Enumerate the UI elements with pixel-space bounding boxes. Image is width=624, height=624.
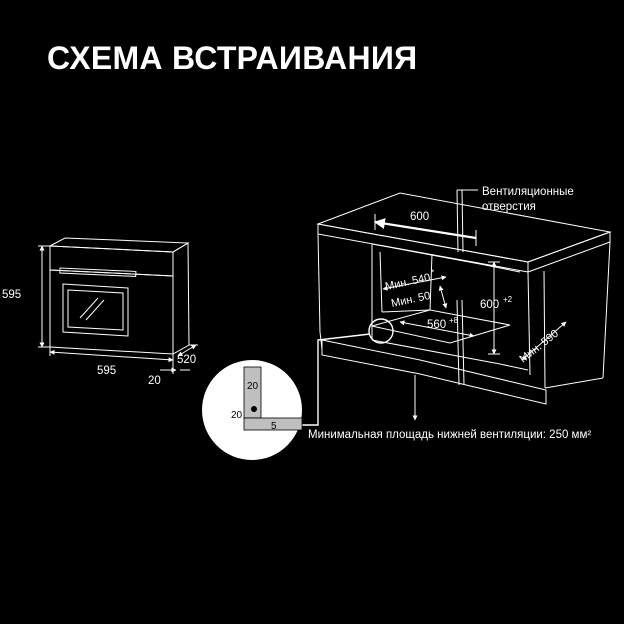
countertop-top-face bbox=[316, 192, 612, 263]
page-title: СХЕМА ВСТРАИВАНИЯ bbox=[47, 40, 418, 76]
oven-offset-label: 20 bbox=[148, 375, 161, 387]
niche-height-label-group: 600 +2 bbox=[480, 295, 513, 311]
detail-callout bbox=[300, 318, 394, 426]
detail-horizontal-part bbox=[243, 417, 303, 431]
niche-width-tolerance: +8 bbox=[449, 316, 459, 325]
oven-door-window bbox=[62, 283, 129, 337]
top-width-label: 600 bbox=[410, 211, 429, 223]
vent-label-line2: отверстия bbox=[482, 201, 536, 213]
detail-circle-marker bbox=[368, 318, 394, 344]
oven-top-face bbox=[48, 237, 190, 253]
cabinet-dimensions bbox=[373, 214, 567, 421]
oven-drawing bbox=[48, 237, 190, 355]
oven-door-glass bbox=[67, 289, 124, 331]
niche-width-label-group: 560 +8 bbox=[427, 316, 459, 331]
min-540-label: Мин. 540 bbox=[384, 272, 431, 293]
niche-height-label: 600 bbox=[480, 299, 499, 311]
countertop-side-edge bbox=[527, 231, 611, 273]
oven-side-face bbox=[172, 242, 190, 355]
niche-width-label: 560 bbox=[427, 319, 446, 331]
detail-leader-line bbox=[300, 333, 371, 426]
detail-left-label: 20 bbox=[231, 410, 243, 421]
oven-dimensions bbox=[38, 245, 198, 374]
cabinet-left-post bbox=[317, 233, 323, 350]
oven-width-label: 595 bbox=[97, 365, 116, 377]
countertop-front-edge bbox=[317, 223, 529, 273]
detail-bottom-label: 5 bbox=[271, 421, 277, 432]
ventilation-lines bbox=[456, 189, 478, 386]
min-50-label: Мин. 50 bbox=[390, 290, 431, 310]
vent-label-line1: Вентиляционные bbox=[482, 186, 574, 198]
oven-height-label: 595 bbox=[2, 289, 21, 301]
niche-height-tolerance: +2 bbox=[503, 295, 513, 304]
min-590-label: Мин. 590 bbox=[517, 328, 561, 366]
cabinet-plinth bbox=[321, 339, 547, 405]
detail-screw bbox=[251, 406, 257, 412]
oven-handle bbox=[59, 267, 137, 277]
min-vent-area-label: Минимальная площадь нижней вентиляции: 2… bbox=[308, 429, 591, 441]
oven-depth-label: 520 bbox=[177, 354, 196, 366]
min-540-mark: * bbox=[430, 268, 435, 277]
detail-top-label: 20 bbox=[247, 381, 259, 392]
detail-view: 20 20 5 bbox=[202, 360, 303, 460]
oven-control-panel bbox=[49, 245, 174, 277]
